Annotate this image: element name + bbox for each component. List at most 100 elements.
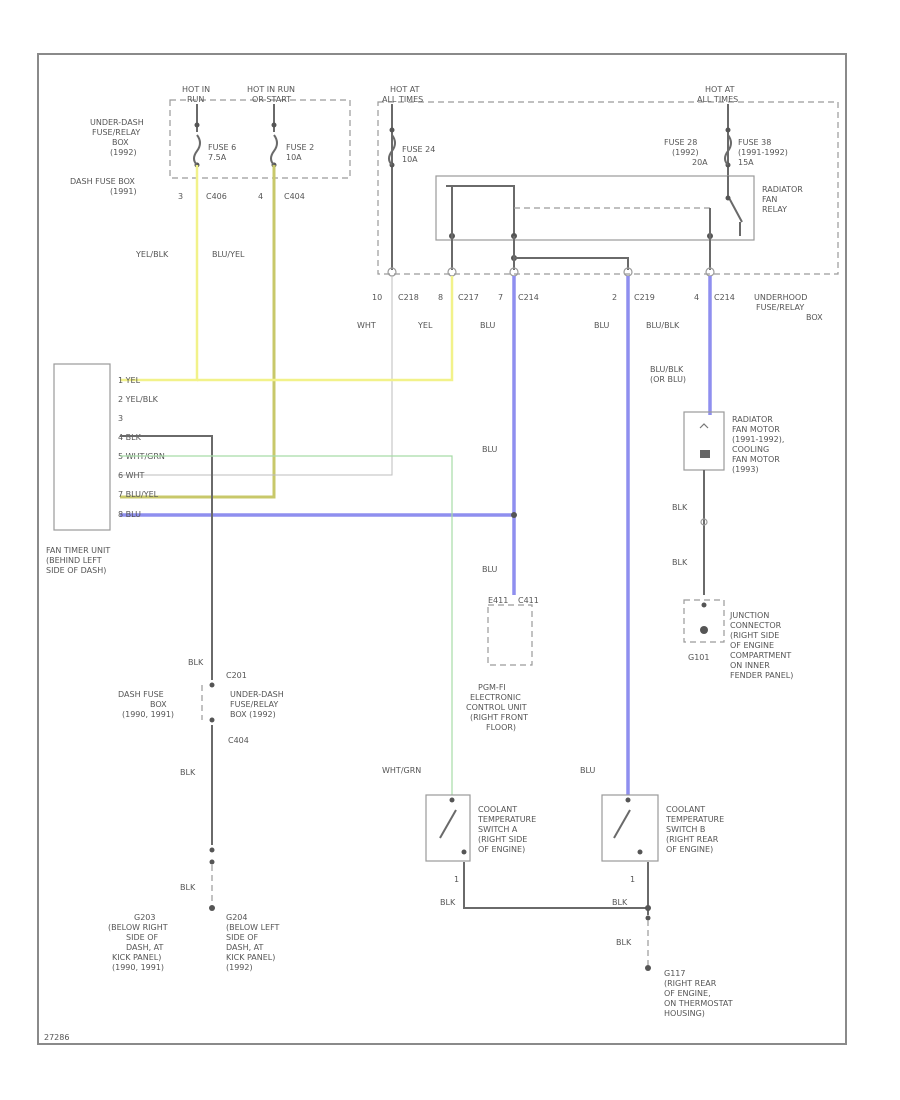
switch-label: (RIGHT SIDE (478, 835, 527, 844)
connector-pin: 2 (612, 293, 617, 302)
connector-label: C219 (634, 293, 655, 302)
ecu-label: CONTROL UNIT (466, 703, 527, 712)
ground-label: SIDE OF (126, 933, 158, 942)
ground-label: (BELOW RIGHT (108, 923, 168, 932)
junction-label: FENDER PANEL) (730, 671, 793, 680)
connector-pin: 4 (258, 192, 263, 201)
wire-blk-ground (120, 435, 213, 680)
hot-in-run-start-label: HOT IN RUN (247, 85, 295, 94)
pin-label: 2 YEL/BLK (118, 395, 159, 404)
diagram-border (37, 53, 847, 1045)
wire-label: BLK (180, 883, 196, 892)
connector-label: C404 (228, 736, 249, 745)
wire-label: BLK (188, 658, 204, 667)
wire-wht-grn (120, 455, 453, 795)
fuse28-label: FUSE 28 (664, 138, 697, 147)
wire-label: BLK (612, 898, 628, 907)
connector-label: C218 (398, 293, 419, 302)
motor-label: (1993) (732, 465, 759, 474)
wire-label: WHT (357, 321, 376, 330)
switch-label: (RIGHT REAR (666, 835, 719, 844)
pin-label: 3 (118, 414, 123, 423)
fuse28-year: (1992) (672, 148, 699, 157)
wire-label: YEL/BLK (135, 250, 169, 259)
underhood-label: FUSE/RELAY (756, 303, 804, 312)
wire-label: BLK (672, 558, 688, 567)
switch-label: SWITCH B (666, 825, 705, 834)
underdash-label: FUSE/RELAY (230, 700, 278, 709)
power-label: HOT AT (390, 85, 420, 94)
wire-blu-yel (120, 165, 276, 499)
fuse2-amp: 10A (286, 153, 302, 162)
relay-label: RADIATOR (762, 185, 803, 194)
connector-label: C404 (284, 192, 305, 201)
motor-label: FAN MOTOR (732, 425, 780, 434)
wire-wht (120, 276, 393, 476)
ground-label: HOUSING) (664, 1009, 705, 1018)
document-id: 27286 (44, 1033, 69, 1042)
ecu-label: ELECTRONIC (470, 693, 521, 702)
pgmfi-ecu: E411 C411 PGM-FI ELECTRONIC CONTROL UNIT… (466, 596, 539, 732)
underhood-fuse-box: HOT AT ALL TIMES HOT AT ALL TIMES FUSE 2… (372, 85, 839, 322)
coolant-switch-b: BLU COOLANT TEMPERATURE SWITCH B (RIGHT … (580, 766, 733, 1018)
ground-label: G203 (134, 913, 155, 922)
connector-label: C217 (458, 293, 479, 302)
relay-label: FAN (762, 195, 777, 204)
connector-pin: 8 (438, 293, 443, 302)
underdash-box-text: DASH FUSE BOX (70, 177, 135, 186)
connector-label: C411 (518, 596, 539, 605)
connector-label: E411 (488, 596, 508, 605)
junction-label: COMPARTMENT (730, 651, 791, 660)
fuse-amp: 20A (692, 158, 708, 167)
ecu-label: FLOOR) (486, 723, 516, 732)
fuse-amp: 15A (738, 158, 754, 167)
wire-label: BLU/BLK (650, 365, 684, 374)
underdash-box-text: FUSE/RELAY (92, 128, 140, 137)
wire-label: (OR BLU) (650, 375, 686, 384)
ground-label: DASH, AT (126, 943, 164, 952)
pin-label: 1 YEL (118, 376, 141, 385)
switch-label: TEMPERATURE (665, 815, 724, 824)
connector-pin: 4 (694, 293, 699, 302)
wire-label: BLU (482, 445, 498, 454)
switch-label: OF ENGINE) (478, 845, 525, 854)
wire-label: BLK (440, 898, 456, 907)
underdash-label: UNDER-DASH (230, 690, 284, 699)
pin-label: 4 BLK (118, 433, 142, 442)
motor-label: RADIATOR (732, 415, 773, 424)
ground-label: ON THERMOSTAT (664, 999, 733, 1008)
connector-pin: 3 (178, 192, 183, 201)
fan-timer-unit: 1 YEL 2 YEL/BLK 3 4 BLK 5 WHT/GRN 6 WHT … (46, 363, 165, 575)
power-label: HOT AT (705, 85, 735, 94)
dash-box-label: DASH FUSE (118, 690, 164, 699)
switch-label: OF ENGINE) (666, 845, 713, 854)
pin-label: 6 WHT (118, 471, 145, 480)
ground-label: (1992) (226, 963, 253, 972)
left-ground-section: BLK C201 DASH FUSE BOX (1990, 1991) UNDE… (108, 658, 284, 972)
coolant-switch-a: WHT/GRN COOLANT TEMPERATURE SWITCH A (RI… (382, 766, 648, 909)
wire-blk-switches (463, 862, 648, 909)
ground-label: G204 (226, 913, 247, 922)
wire-yel (197, 276, 454, 382)
wire-label: BLU/BLK (646, 321, 680, 330)
power-label: ALL TIMES (382, 95, 423, 104)
ground-label: G101 (688, 653, 709, 662)
wire-label: BLK (180, 768, 196, 777)
connector-label: C214 (518, 293, 539, 302)
switch-label: TEMPERATURE (477, 815, 536, 824)
hot-in-run-start-label-2: OR START (252, 95, 291, 104)
junction-label: (RIGHT SIDE (730, 631, 779, 640)
wire-label: BLU (594, 321, 610, 330)
junction-label: ON INNER (730, 661, 770, 670)
fan-timer-label: SIDE OF DASH) (46, 566, 106, 575)
connector-label: C214 (714, 293, 735, 302)
power-label: ALL TIMES (697, 95, 738, 104)
fan-timer-label: (BEHIND LEFT (46, 556, 102, 565)
junction-label: CONNECTOR (730, 621, 782, 630)
hot-in-run-label-2: RUN (187, 95, 204, 104)
connector-label: C406 (206, 192, 227, 201)
pin-number: 1 (454, 875, 459, 884)
wire-label: BLU (482, 565, 498, 574)
fuse24-label: FUSE 24 (402, 145, 435, 154)
